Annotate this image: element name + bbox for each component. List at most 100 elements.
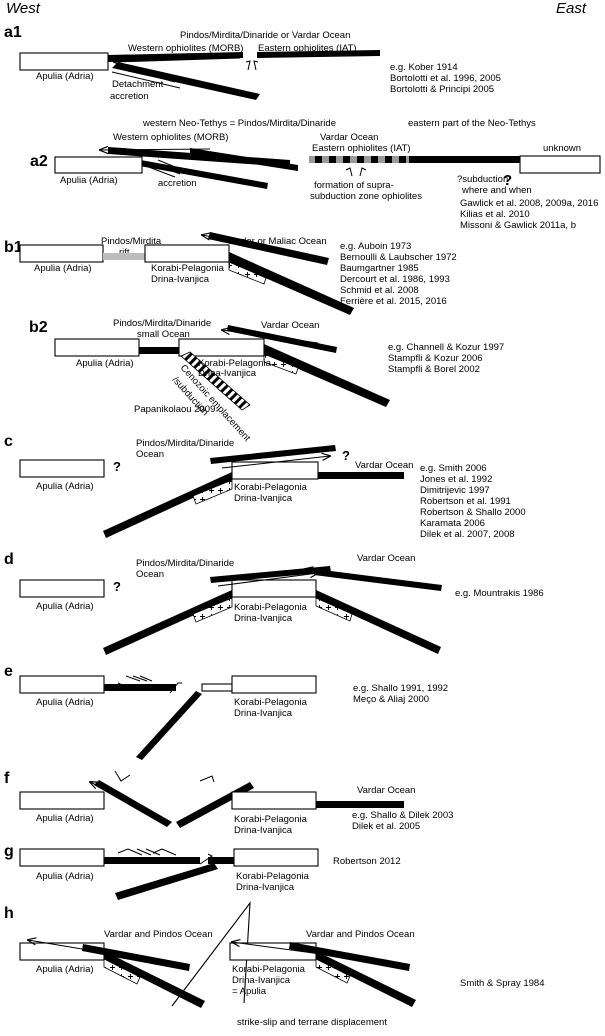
panel-label: d bbox=[4, 551, 14, 568]
subducting-slab bbox=[115, 863, 218, 900]
reference: Dimitrijevic 1997 bbox=[420, 485, 490, 496]
western-ophiolites-label: Western ophiolites (MORB) bbox=[128, 43, 243, 54]
apulia-label: Apulia (Adria) bbox=[76, 358, 134, 369]
pindos-title-1: Pindos/Mirdita/Dinaride bbox=[136, 558, 234, 569]
subducting-slab bbox=[112, 62, 260, 100]
ocean-label-right: Vardar and Pindos Ocean bbox=[306, 929, 415, 940]
apulia-block bbox=[54, 338, 140, 357]
vardar-ocean-label: Vardar or Maliac Ocean bbox=[227, 236, 327, 247]
reference: Stampfli & Kozur 2006 bbox=[388, 353, 483, 364]
vardar-slab bbox=[208, 232, 329, 265]
emplacement-arrow-right bbox=[232, 942, 381, 963]
vardar-ocean-label: Vardar Ocean bbox=[357, 553, 415, 564]
panel-h: h Vardar and Pindos Ocean Vardar and Pin… bbox=[4, 901, 545, 1028]
reference: Kilias et al. 2010 bbox=[460, 209, 530, 220]
ophiolite-slab bbox=[210, 445, 336, 464]
korabi-label-2: Drina-Ivanjica bbox=[232, 975, 291, 986]
korabi-label-2: Drina-Ivanjica bbox=[236, 882, 295, 893]
apulia-label: Apulia (Adria) bbox=[36, 71, 94, 82]
eastern-block bbox=[519, 155, 601, 174]
eastern-neotethys-label: eastern part of the Neo-Tethys bbox=[408, 118, 536, 129]
vardar-ocean-label: Vardar Ocean bbox=[261, 320, 319, 331]
subducting-slab bbox=[264, 344, 390, 407]
detachment-line bbox=[111, 71, 181, 89]
reference: Ferrière et al. 2015, 2016 bbox=[340, 296, 447, 307]
apulia-block bbox=[19, 244, 104, 263]
fault-symbol-west bbox=[114, 770, 131, 782]
korabi-label-2: Drina-Ivanjica bbox=[234, 493, 293, 504]
emplacement-arrow bbox=[221, 456, 330, 469]
subducting-slab-east bbox=[316, 590, 441, 654]
reference: e.g. Kober 1914 bbox=[390, 62, 458, 73]
ophiolite-slab-2 bbox=[134, 159, 268, 189]
detachment-label: Detachment bbox=[112, 79, 164, 90]
reference: Meço & Aliaj 2000 bbox=[353, 694, 429, 705]
apulia-block bbox=[19, 579, 105, 598]
cenozoic-subduction-zone bbox=[180, 351, 251, 411]
panel-label: g bbox=[4, 843, 14, 860]
subduction-query-label-2: where and when bbox=[461, 185, 532, 196]
ophiolite-slab-3 bbox=[190, 148, 298, 171]
apulia-label: Apulia (Adria) bbox=[36, 697, 94, 708]
apulia-label: Apulia (Adria) bbox=[36, 964, 94, 975]
reference: Schmid et al. 2008 bbox=[340, 285, 419, 296]
vardar-ocean-crust bbox=[318, 472, 404, 479]
accretion-line bbox=[157, 159, 186, 172]
reference: Robertson et al. 1991 bbox=[420, 496, 511, 507]
pindos-title-1: Pindos/Mirdita/Dinaride bbox=[113, 318, 211, 329]
accretion-label: accretion bbox=[110, 91, 149, 102]
panel-f: f Vardar Ocean Apulia (Adria) Korabi-Pel… bbox=[4, 770, 453, 836]
fault-symbol bbox=[169, 682, 182, 694]
reference: Bortolotti & Principi 2005 bbox=[390, 84, 494, 95]
ocean-title: Pindos/Mirdita/Dinaride or Vardar Ocean bbox=[180, 30, 350, 41]
apulia-label: Apulia (Adria) bbox=[36, 601, 94, 612]
panel-label: b2 bbox=[29, 319, 48, 336]
reference: e.g. Shallo & Dilek 2003 bbox=[352, 810, 453, 821]
subducting-slab bbox=[136, 691, 202, 760]
korabi-label-2: Drina-Ivanjica bbox=[234, 825, 293, 836]
emplacement-arrow bbox=[100, 149, 211, 150]
panel-label: f bbox=[4, 770, 10, 787]
korabi-label-1: Korabi-Pelagonia bbox=[234, 602, 308, 613]
eastern-ophiolite-slab bbox=[257, 50, 380, 58]
reference: e.g. Channell & Kozur 1997 bbox=[388, 342, 504, 353]
rift-label-1: Pindos/Mirdita bbox=[101, 236, 162, 247]
panel-label: b1 bbox=[4, 239, 23, 256]
korabi-label-1: Korabi-Pelagonia bbox=[234, 814, 308, 825]
reference: Robertson & Shallo 2000 bbox=[420, 507, 526, 518]
subducted-continental-margin bbox=[263, 353, 299, 375]
western-ophiolite-slab bbox=[108, 52, 243, 62]
subducting-slab bbox=[229, 252, 354, 315]
pindos-title-2: Ocean bbox=[136, 569, 164, 580]
panel-label: h bbox=[4, 905, 14, 922]
apulia-block bbox=[19, 459, 105, 478]
korabi-block bbox=[233, 848, 319, 867]
reference: Jones et al. 1992 bbox=[420, 474, 492, 485]
panel-label: c bbox=[4, 433, 13, 450]
question-mark: ? bbox=[503, 172, 512, 189]
korabi-block bbox=[231, 461, 319, 480]
ophiolite-slab-west bbox=[210, 566, 331, 583]
subducting-slab bbox=[103, 472, 232, 538]
subducted-margin-right bbox=[315, 958, 351, 984]
korabi-label-3: = Apulia bbox=[232, 986, 267, 997]
emplacement-arrow-west bbox=[90, 782, 141, 807]
panel-b2: b2 Pindos/Mirdita/Dinaride small Ocean V… bbox=[29, 318, 504, 444]
question-mark: ? bbox=[342, 448, 350, 463]
fault-symbol-east bbox=[199, 775, 215, 783]
korabi-label-2: Drina-Ivanjica bbox=[151, 274, 210, 285]
emplacement-arrow bbox=[222, 330, 319, 344]
apulia-block bbox=[54, 156, 143, 174]
question-mark: ? bbox=[113, 579, 121, 594]
ophiolite-crust bbox=[104, 857, 200, 864]
reference: e.g. Smith 2006 bbox=[420, 463, 487, 474]
korabi-margin-crust bbox=[208, 857, 234, 864]
reference: e.g. Auboin 1973 bbox=[340, 241, 411, 252]
apulia-label: Apulia (Adria) bbox=[34, 263, 92, 274]
reference: Karamata 2006 bbox=[420, 518, 485, 529]
east-label: East bbox=[556, 0, 587, 17]
emplacement-arrow-east bbox=[305, 569, 396, 585]
korabi-label-2: Drina-Ivanjica bbox=[234, 708, 293, 719]
strike-slip-label: strike-slip and terrane displacement bbox=[237, 1017, 387, 1028]
korabi-label-2: Drina-Ivanjica bbox=[234, 613, 293, 624]
